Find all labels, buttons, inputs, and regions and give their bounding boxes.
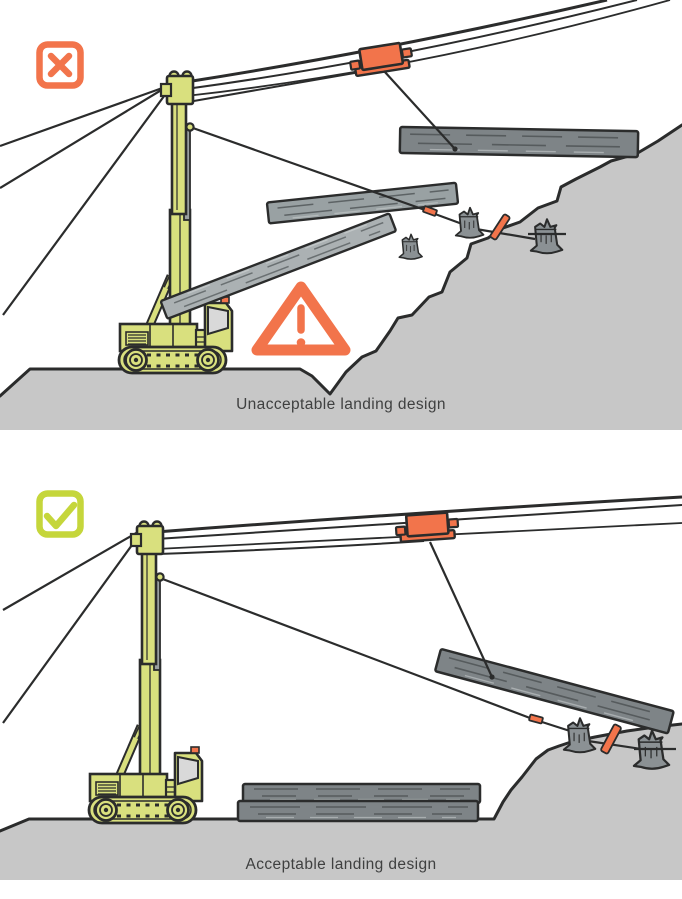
line-connector-icon xyxy=(528,713,544,725)
acceptable-caption: Acceptable landing design xyxy=(245,856,437,873)
mainline-top xyxy=(383,70,456,150)
unacceptable-caption: Unacceptable landing design xyxy=(236,396,446,413)
unacceptable-panel xyxy=(0,0,682,430)
choker-hook-top xyxy=(452,146,458,152)
scattered-log-light xyxy=(159,212,397,320)
stump-anchor xyxy=(454,206,485,239)
guylines-top xyxy=(0,84,171,316)
log-deck xyxy=(236,782,482,823)
warning-triangle-icon xyxy=(251,281,351,356)
line-connector-icon xyxy=(422,205,438,217)
guylines-bottom xyxy=(2,531,141,724)
rigging-strap-icon xyxy=(489,213,511,241)
suspended-log-dark xyxy=(398,125,640,159)
check-mark-icon xyxy=(36,490,84,538)
acceptable-panel xyxy=(0,490,682,880)
skyline-cables-top xyxy=(185,0,671,103)
mainline-bottom xyxy=(429,541,493,678)
stump-anchor xyxy=(562,717,597,754)
choker-hook-bottom xyxy=(489,674,495,680)
rigging-strap-icon xyxy=(600,723,622,755)
tower-yarder-machine xyxy=(89,522,202,824)
x-mark-icon xyxy=(36,41,84,89)
stump xyxy=(398,233,423,260)
hillside-top xyxy=(0,123,682,430)
skyline-carriage-icon xyxy=(347,40,415,78)
suspended-log-bottom xyxy=(434,648,675,735)
tower-yarder-machine xyxy=(119,72,232,374)
scattered-log-medium xyxy=(265,181,460,225)
skyline-carriage-icon xyxy=(393,510,461,544)
